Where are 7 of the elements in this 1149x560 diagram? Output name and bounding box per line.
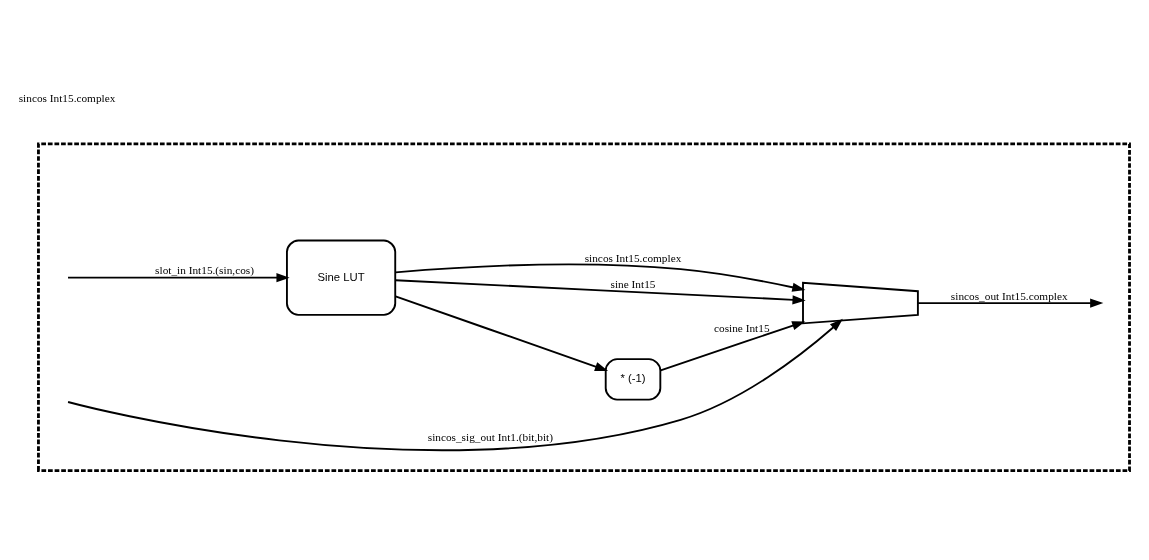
edge-label: slot_in Int15.(sin,cos) xyxy=(155,264,254,277)
edge-label: sincos Int15.complex xyxy=(584,252,682,265)
edge-label: cosine Int15 xyxy=(714,321,770,334)
edge-label: sincos_out Int15.complex xyxy=(950,289,1068,302)
edge-label: sincos_sig_out Int1.(bit,bit) xyxy=(427,431,553,444)
label: sincos Int15.complex xyxy=(18,91,116,104)
edge-label: sine Int15 xyxy=(610,277,656,290)
